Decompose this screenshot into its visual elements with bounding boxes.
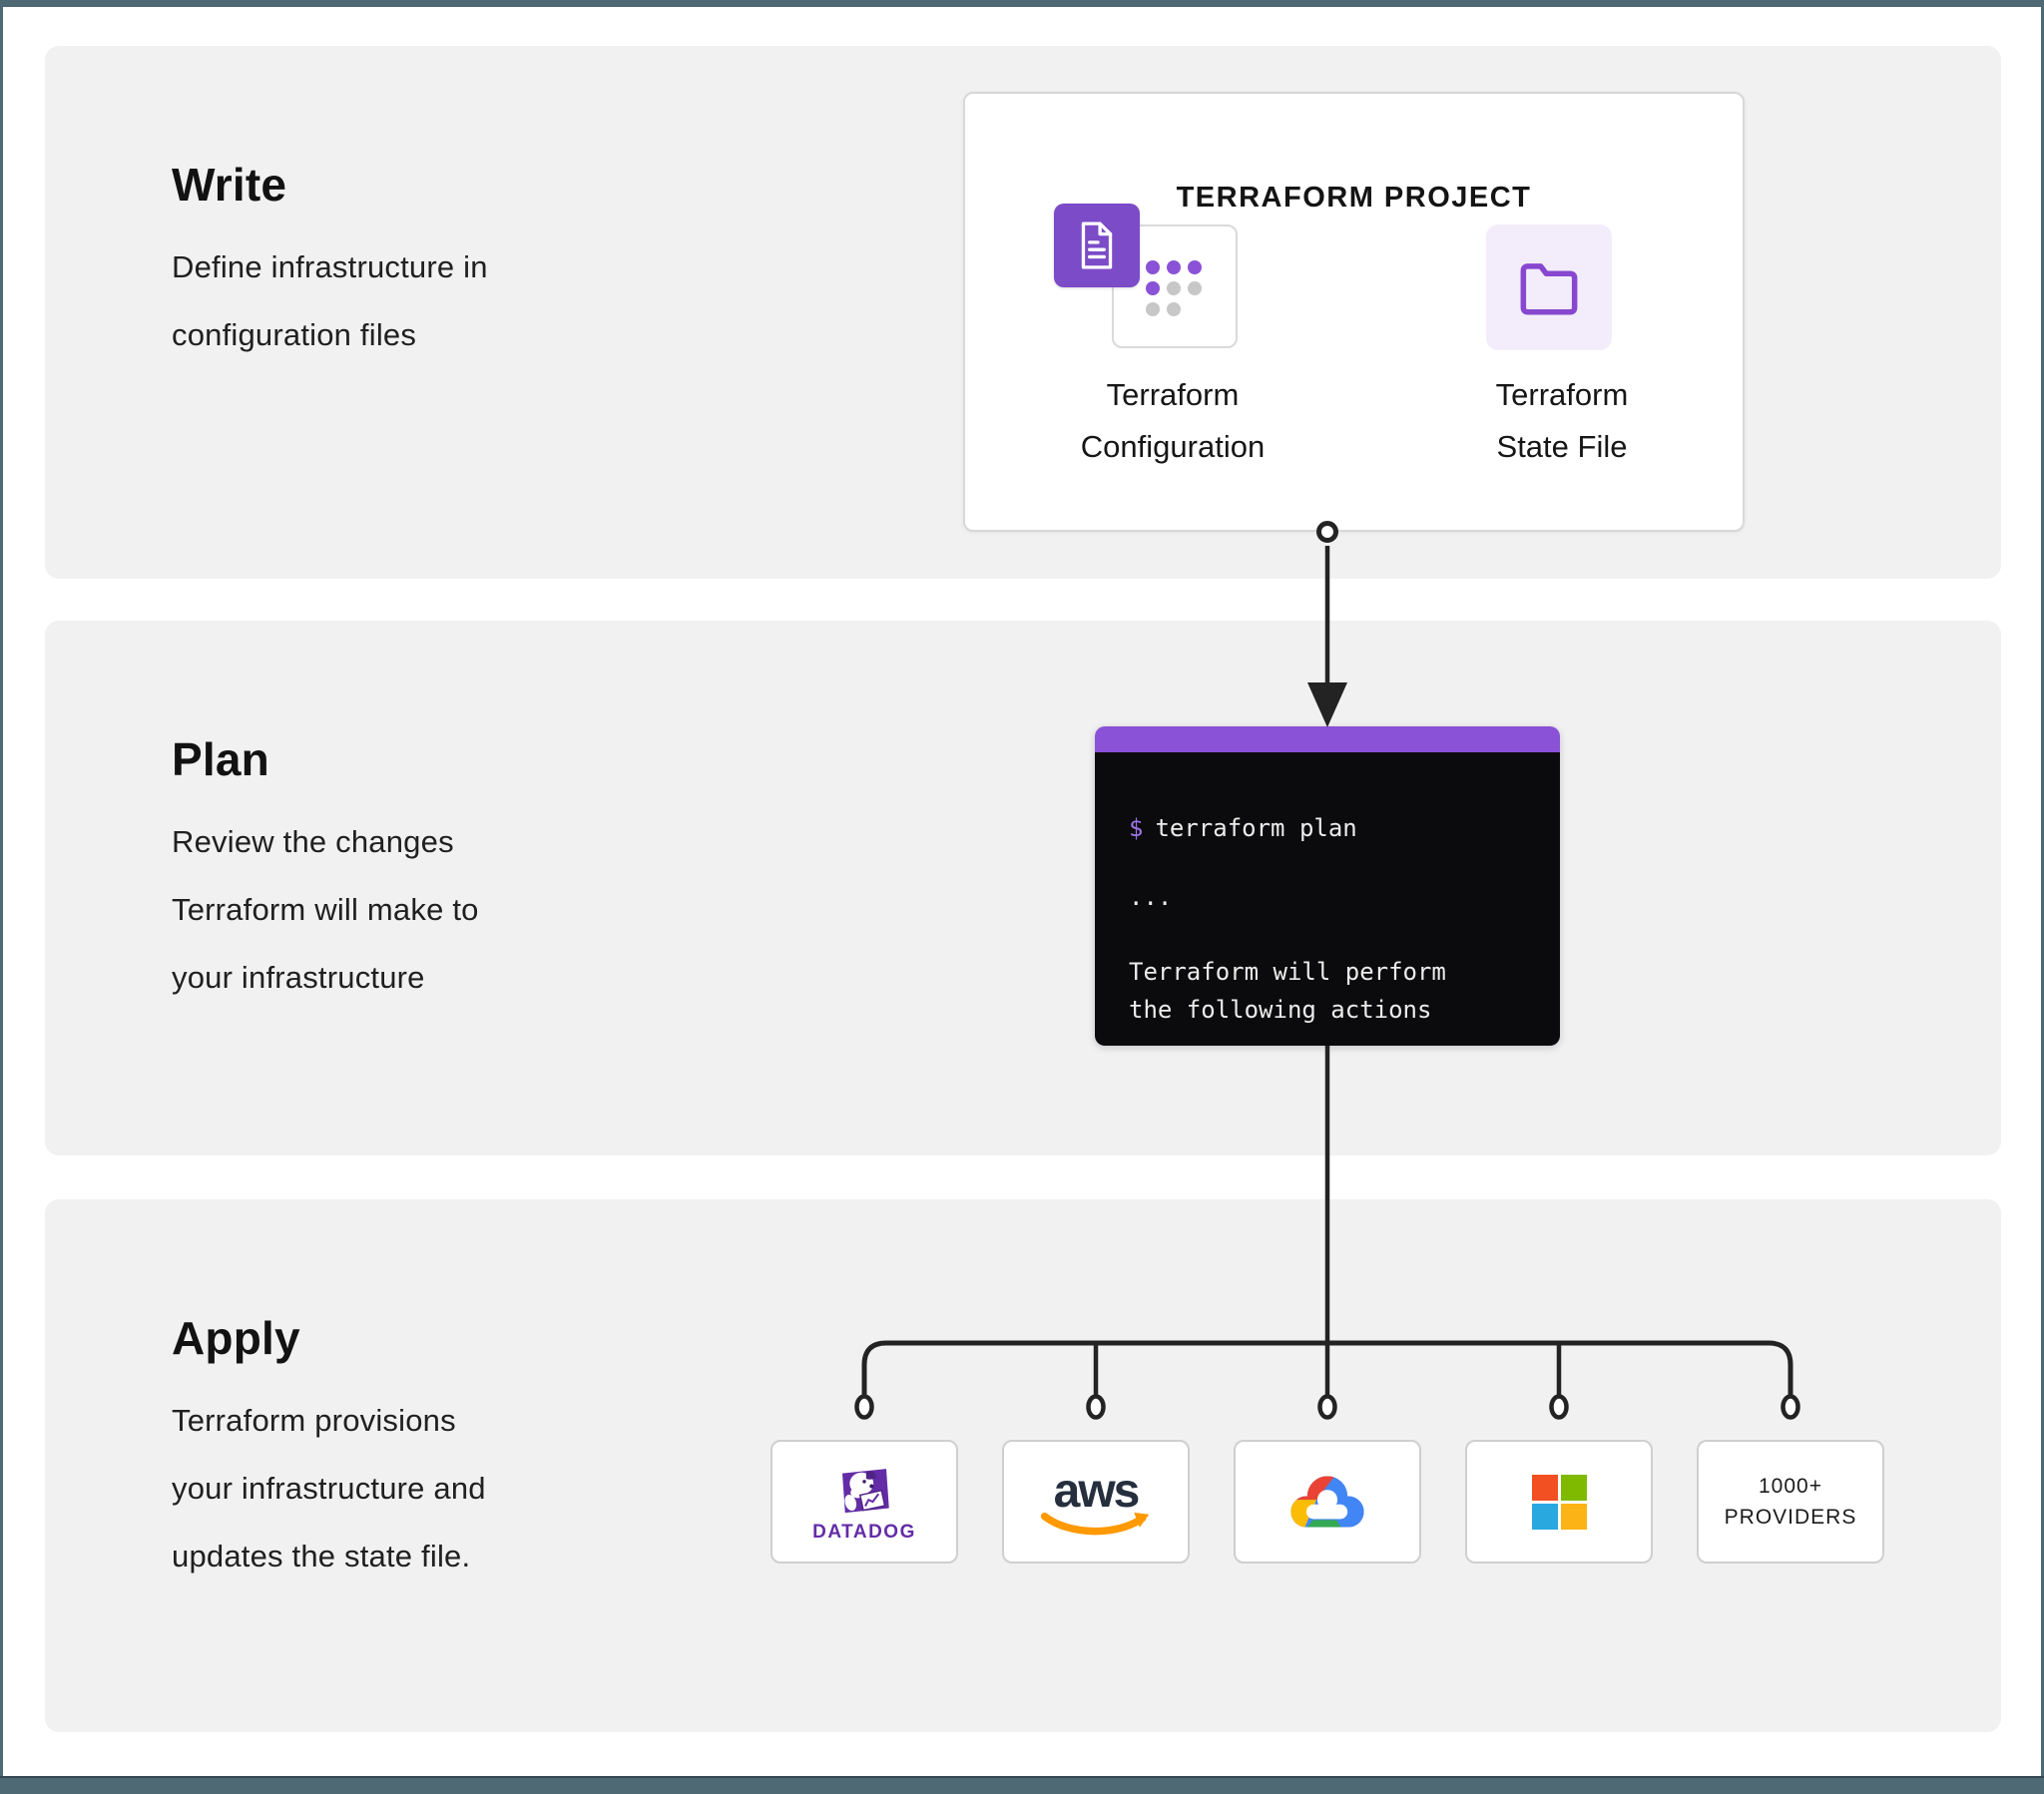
folder-icon bbox=[1520, 263, 1578, 315]
datadog-wordmark: DATADOG bbox=[812, 1522, 916, 1543]
window-frame-bottom bbox=[0, 1776, 2044, 1794]
section-plan: Plan Review the changes Terraform will m… bbox=[45, 621, 2001, 1155]
plan-description-line-1: Review the changes bbox=[172, 824, 454, 859]
apply-heading: Apply bbox=[172, 1312, 300, 1364]
aws-smile-arrow-icon bbox=[1040, 1513, 1150, 1536]
google-cloud-logo bbox=[1290, 1476, 1364, 1528]
terminal-command-line: $ terraform plan bbox=[1129, 814, 1357, 842]
terraform-configuration-icon bbox=[1054, 204, 1140, 287]
terminal-window: $ terraform plan ... Terraform will perfo… bbox=[1095, 726, 1560, 1046]
datadog-logo bbox=[842, 1469, 889, 1514]
plan-description-line-2: Terraform will make to bbox=[172, 892, 479, 927]
terminal-output-line-1: Terraform will perform bbox=[1129, 958, 1446, 986]
write-description-line-1: Define infrastructure in bbox=[172, 249, 488, 284]
terraform-state-file-icon bbox=[1486, 224, 1612, 350]
plan-heading: Plan bbox=[172, 733, 269, 785]
apply-description: Terraform provisions your infrastructure… bbox=[172, 1387, 486, 1590]
write-description: Define infrastructure in configuration f… bbox=[172, 233, 488, 369]
document-icon bbox=[1081, 222, 1113, 269]
apply-description-line-2: your infrastructure and bbox=[172, 1471, 486, 1506]
section-apply: Apply Terraform provisions your infrastr… bbox=[45, 1199, 2001, 1732]
write-heading: Write bbox=[172, 159, 287, 211]
providers-row: DATADOG aws bbox=[770, 1440, 1884, 1564]
microsoft-logo bbox=[1531, 1474, 1587, 1530]
aws-wordmark: aws bbox=[1053, 1464, 1141, 1518]
terminal-ellipsis: ... bbox=[1129, 883, 1173, 911]
terminal-title-bar bbox=[1095, 726, 1560, 752]
terminal-body: $ terraform plan ... Terraform will perfo… bbox=[1095, 752, 1560, 1046]
window-frame-left bbox=[0, 0, 3, 1794]
provider-card-more: 1000+ PROVIDERS bbox=[1697, 1440, 1884, 1564]
project-card-title: TERRAFORM PROJECT bbox=[1176, 182, 1532, 214]
terraform-configuration-label: Terraform Configuration bbox=[1080, 377, 1266, 464]
plan-description: Review the changes Terraform will make t… bbox=[172, 808, 479, 1012]
terraform-project-card: TERRAFORM PROJECT bbox=[963, 92, 1745, 532]
more-providers-label: 1000+ PROVIDERS bbox=[1724, 1475, 1857, 1529]
window-frame-top bbox=[0, 0, 2044, 7]
apply-description-line-3: updates the state file. bbox=[172, 1539, 471, 1573]
terminal-output: Terraform will perform the following act… bbox=[1129, 953, 1446, 1029]
provider-card-datadog: DATADOG bbox=[770, 1440, 958, 1564]
dots-grid-icon bbox=[1142, 256, 1205, 319]
plan-description-line-3: your infrastructure bbox=[172, 960, 425, 995]
apply-description-line-1: Terraform provisions bbox=[172, 1403, 456, 1438]
section-write: Write Define infrastructure in configura… bbox=[45, 46, 2001, 579]
write-description-line-2: configuration files bbox=[172, 317, 417, 352]
prompt-symbol: $ bbox=[1129, 814, 1144, 842]
provider-card-microsoft bbox=[1465, 1440, 1653, 1564]
provider-card-aws: aws bbox=[1002, 1440, 1190, 1564]
provider-card-google-cloud bbox=[1234, 1440, 1421, 1564]
terminal-command: terraform plan bbox=[1155, 814, 1357, 842]
terraform-state-file-label: Terraform State File bbox=[1495, 377, 1629, 464]
window-frame-right bbox=[2041, 0, 2044, 1794]
terminal-output-line-2: the following actions bbox=[1129, 996, 1432, 1024]
